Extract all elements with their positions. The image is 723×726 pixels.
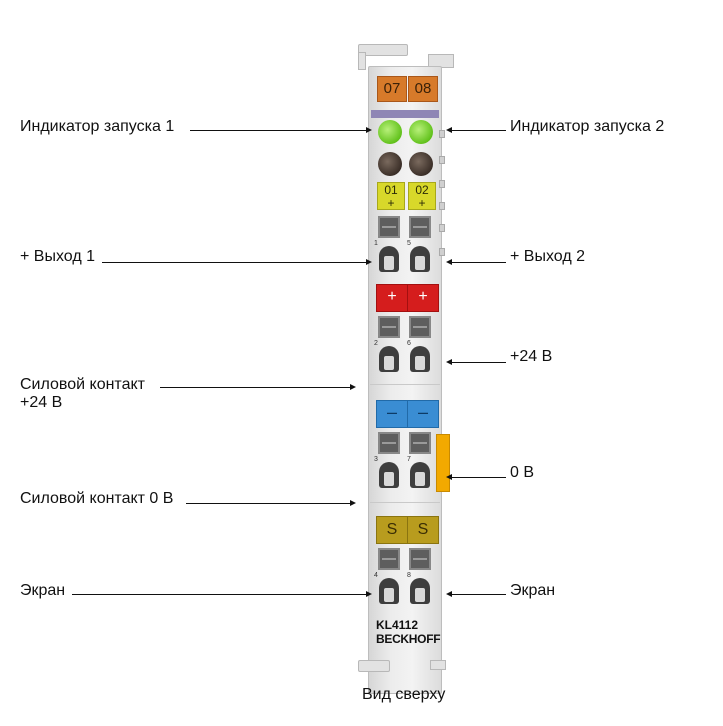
terminal-number-4: 4: [374, 572, 378, 579]
arrow-output-1: [366, 259, 372, 265]
bottom-latch-right: [430, 660, 446, 670]
terminal-number-1: 1: [374, 240, 378, 247]
channel-number-8: 08: [408, 76, 438, 102]
output-label-2-sign: +: [418, 196, 426, 210]
shield-mark-left: S: [376, 516, 408, 544]
arrow-run-led-1: [366, 127, 372, 133]
arrow-shield-left: [366, 591, 372, 597]
release-slot-1: [378, 216, 400, 238]
output-label-1: 01 +: [377, 182, 405, 210]
terminal-hole-5: [410, 246, 430, 272]
release-slot-3: [378, 432, 400, 454]
leader-shield-right: [452, 594, 506, 595]
arrow-power-contact-0v: [350, 500, 356, 506]
label-shield-left: Экран: [20, 582, 66, 599]
terminal-hole-6: [410, 346, 430, 372]
arrow-power-contact-24v: [350, 384, 356, 390]
side-contact: [439, 224, 445, 232]
arrow-zero-v: [446, 474, 452, 480]
power-contact-0v-rail: [436, 434, 450, 492]
leader-run-led-1: [190, 130, 366, 131]
terminal-number-7: 7: [407, 456, 411, 463]
output-label-1-sign: +: [387, 196, 395, 210]
release-slot-6: [409, 316, 431, 338]
top-latch-stem: [358, 52, 366, 70]
leader-run-led-2: [452, 130, 506, 131]
arrow-plus-24v: [446, 359, 452, 365]
terminal-number-6: 6: [407, 340, 411, 347]
run-led-1-indicator: [378, 120, 402, 144]
label-zero-v: 0 В: [510, 464, 535, 481]
housing-divider: [370, 384, 440, 385]
label-run-led-2: Индикатор запуска 2: [510, 118, 665, 135]
arrow-output-2: [446, 259, 452, 265]
label-power-contact-24v: Силовой контакт +24 В: [20, 376, 145, 411]
release-slot-8: [409, 548, 431, 570]
brand-label: BECKHOFF: [376, 632, 441, 646]
terminal-number-3: 3: [374, 456, 378, 463]
model-label: KL4112: [376, 618, 419, 632]
shield-mark-right: S: [407, 516, 439, 544]
side-contact: [439, 202, 445, 210]
release-slot-4: [378, 548, 400, 570]
caption-top-view: Вид сверху: [362, 686, 446, 703]
output-label-1-number: 01: [384, 183, 398, 197]
leader-shield-left: [72, 594, 366, 595]
module-color-strip: [371, 110, 439, 118]
terminal-module: 07 08 01 + 02 + 1 5 + + 2 6 – – 3 7 S S …: [352, 44, 454, 694]
arrow-run-led-2: [446, 127, 452, 133]
leader-zero-v: [452, 477, 506, 478]
release-slot-5: [409, 216, 431, 238]
label-output-1: + Выход 1: [20, 248, 96, 265]
leader-output-1: [102, 262, 366, 263]
terminal-hole-8: [410, 578, 430, 604]
terminal-number-8: 8: [407, 572, 411, 579]
leader-plus-24v: [452, 362, 506, 363]
minus-mark-left: –: [376, 400, 408, 428]
terminal-hole-3: [379, 462, 399, 488]
minus-mark-right: –: [407, 400, 439, 428]
arrow-shield-right: [446, 591, 452, 597]
plus-mark-left: +: [376, 284, 408, 312]
label-plus-24v: +24 В: [510, 348, 553, 365]
output-label-2: 02 +: [408, 182, 436, 210]
status-led-2: [409, 152, 433, 176]
leader-power-contact-0v: [186, 503, 350, 504]
side-contact: [439, 130, 445, 138]
run-led-2-indicator: [409, 120, 433, 144]
channel-number-7: 07: [377, 76, 407, 102]
release-slot-2: [378, 316, 400, 338]
terminal-hole-4: [379, 578, 399, 604]
status-led-1: [378, 152, 402, 176]
plus-mark-right: +: [407, 284, 439, 312]
output-label-2-number: 02: [415, 183, 429, 197]
label-run-led-1: Индикатор запуска 1: [20, 118, 175, 135]
release-slot-7: [409, 432, 431, 454]
terminal-number-2: 2: [374, 340, 378, 347]
label-shield-right: Экран: [510, 582, 556, 599]
label-power-contact-0v: Силовой контакт 0 В: [20, 490, 174, 507]
terminal-number-5: 5: [407, 240, 411, 247]
label-output-2: + Выход 2: [510, 248, 586, 265]
leader-output-2: [452, 262, 506, 263]
terminal-hole-1: [379, 246, 399, 272]
terminal-hole-2: [379, 346, 399, 372]
bottom-latch: [358, 660, 390, 672]
side-contact: [439, 156, 445, 164]
terminal-hole-7: [410, 462, 430, 488]
side-contact: [439, 180, 445, 188]
top-latch: [358, 44, 408, 56]
side-contact: [439, 248, 445, 256]
leader-power-contact-24v: [160, 387, 350, 388]
housing-divider: [370, 502, 440, 503]
